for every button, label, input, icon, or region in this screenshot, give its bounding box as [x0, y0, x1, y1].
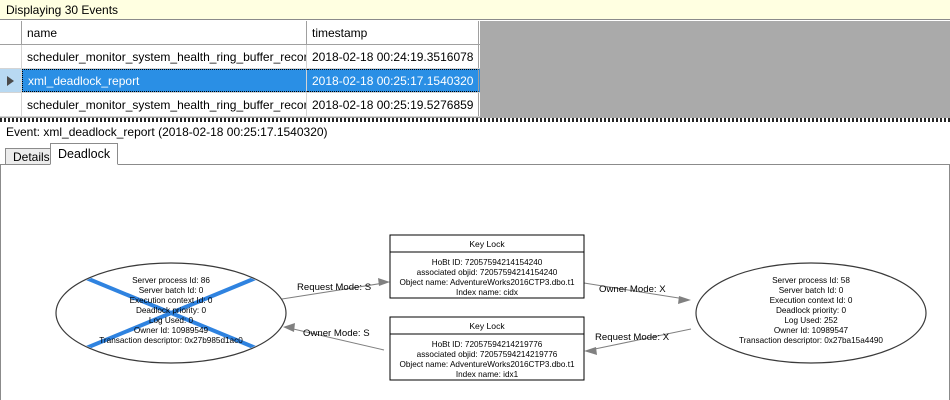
table-row[interactable]: scheduler_monitor_system_health_ring_buf… — [0, 93, 480, 117]
event-detail-header: Event: xml_deadlock_report (2018-02-18 0… — [0, 122, 950, 142]
deadlock-edges — [281, 278, 692, 355]
edge-label-owner-mode-x: Owner Mode: X — [599, 284, 666, 295]
svg-text:Owner Mode: S: Owner Mode: S — [303, 328, 370, 339]
column-header-timestamp[interactable]: timestamp — [307, 21, 479, 44]
process-line: Server process Id: 58 — [772, 276, 850, 285]
resource-line: Object name: AdventureWorks2016CTP3.dbo.… — [399, 278, 575, 287]
process-line: Transaction descriptor: 0x27ba15a4490 — [739, 336, 883, 345]
process-node-right-process[interactable]: Server process Id: 58 Server batch Id: 0… — [695, 262, 927, 364]
cell-name[interactable]: scheduler_monitor_system_health_ring_buf… — [22, 45, 307, 68]
row-selector[interactable] — [0, 93, 22, 116]
process-line: Log Used: 0 — [149, 316, 194, 325]
cell-timestamp[interactable]: 2018-02-18 00:25:19.5276859 — [307, 93, 479, 116]
process-line: Server batch Id: 0 — [139, 286, 204, 295]
svg-text:Request Mode: S: Request Mode: S — [297, 282, 371, 293]
cell-name[interactable]: scheduler_monitor_system_health_ring_buf… — [22, 93, 307, 116]
cell-timestamp[interactable]: 2018-02-18 00:25:17.1540320 — [307, 69, 479, 92]
resource-line: Index name: idx1 — [456, 370, 519, 379]
process-line: Owner Id: 10989547 — [774, 326, 849, 335]
process-line: Execution context Id: 0 — [130, 296, 213, 305]
tab-deadlock-label: Deadlock — [58, 147, 111, 161]
row-selector-current[interactable] — [0, 69, 22, 92]
current-row-arrow-icon — [7, 75, 14, 86]
resource-node-top-key-lock[interactable]: Key Lock HoBt ID: 72057594214154240 asso… — [389, 234, 585, 299]
cell-name[interactable]: xml_deadlock_report — [22, 69, 307, 92]
resource-line: associated objid: 72057594214154240 — [417, 268, 558, 277]
tab-details-label: Details — [13, 150, 50, 164]
process-line: Execution context Id: 0 — [770, 296, 853, 305]
row-selector-header — [0, 21, 22, 44]
process-line: Deadlock priority: 0 — [136, 306, 207, 315]
process-line: Deadlock priority: 0 — [776, 306, 847, 315]
edge-label-owner-mode-s: Owner Mode: S — [303, 328, 370, 339]
table-row-selected[interactable]: xml_deadlock_report 2018-02-18 00:25:17.… — [0, 69, 480, 93]
cell-timestamp[interactable]: 2018-02-18 00:24:19.3516078 — [307, 45, 479, 68]
row-selector[interactable] — [0, 45, 22, 68]
edge-label-request-mode-s: Request Mode: S — [297, 282, 371, 293]
events-grid-header-row: name timestamp — [0, 21, 480, 45]
resource-title: Key Lock — [469, 239, 505, 249]
tab-deadlock[interactable]: Deadlock — [50, 143, 119, 165]
event-detail-header-label: Event: xml_deadlock_report (2018-02-18 0… — [6, 125, 328, 139]
events-banner-label: Displaying 30 Events — [6, 2, 119, 17]
process-line: Transaction descriptor: 0x27b985d1ac0 — [99, 336, 243, 345]
svg-text:Owner Mode: X: Owner Mode: X — [599, 284, 666, 295]
tab-details[interactable]: Details — [5, 148, 58, 165]
resource-line: Object name: AdventureWorks2016CTP3.dbo.… — [399, 360, 575, 369]
edge-label-request-mode-x: Request Mode: X — [595, 332, 670, 343]
resource-line: associated objid: 72057594214219776 — [417, 350, 558, 359]
events-grid[interactable]: name timestamp scheduler_monitor_system_… — [0, 21, 950, 118]
svg-text:Request Mode: X: Request Mode: X — [595, 332, 670, 343]
table-row[interactable]: scheduler_monitor_system_health_ring_buf… — [0, 45, 480, 69]
column-header-name[interactable]: name — [22, 21, 307, 44]
resource-line: Index name: cidx — [456, 288, 518, 297]
resource-line: HoBt ID: 72057594214154240 — [432, 258, 543, 267]
resource-title: Key Lock — [469, 321, 505, 331]
grid-bottom-border — [0, 117, 480, 118]
resource-line: HoBt ID: 72057594214219776 — [432, 340, 543, 349]
events-banner: Displaying 30 Events — [0, 0, 950, 20]
events-grid-columns: name timestamp scheduler_monitor_system_… — [0, 21, 480, 118]
process-line: Server process Id: 86 — [132, 276, 210, 285]
process-node-left-process[interactable]: Server process Id: 86 Server batch Id: 0… — [55, 262, 287, 364]
horizontal-splitter[interactable] — [0, 118, 950, 122]
deadlock-victim-cross-icon — [78, 273, 264, 353]
process-line: Owner Id: 10989549 — [134, 326, 209, 335]
deadlock-graph-canvas[interactable]: Request Mode: S Owner Mode: X Owner Mode… — [0, 164, 950, 400]
detail-tabstrip: Details Deadlock — [0, 143, 950, 165]
resource-node-bottom-key-lock[interactable]: Key Lock HoBt ID: 72057594214219776 asso… — [389, 316, 585, 381]
process-line: Server batch Id: 0 — [779, 286, 844, 295]
process-line: Log Used: 252 — [784, 316, 838, 325]
